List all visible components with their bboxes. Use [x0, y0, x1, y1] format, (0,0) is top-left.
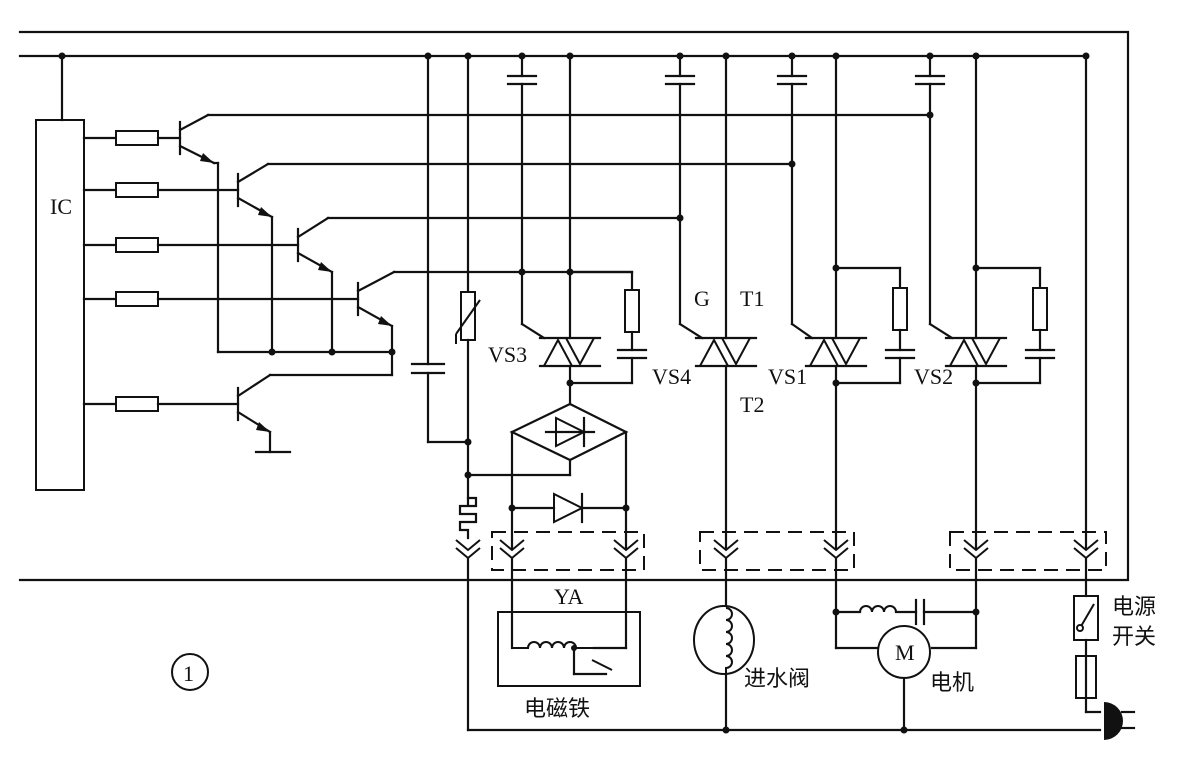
power-switch-label-2: 开关: [1112, 625, 1156, 650]
rc-snubber-vs3: [568, 270, 648, 385]
t2-label: T2: [740, 392, 764, 417]
rectifier-bridge: [466, 402, 629, 550]
power-plug: [466, 702, 1136, 740]
triac-vs3: VS3: [488, 54, 602, 406]
motor-label: 电机: [930, 671, 974, 696]
figure-number: 1: [171, 653, 209, 691]
inlet-valve: 进水阀: [693, 605, 810, 732]
filter-capacitor: [410, 54, 470, 444]
fuse: [1075, 654, 1097, 714]
triac-vs2: VS2: [914, 54, 1008, 550]
vs1-label: VS1: [768, 364, 807, 389]
power-switch-label-1: 电源: [1112, 595, 1156, 620]
rc-snubber-vs2: [974, 266, 1056, 385]
ya-label: YA: [554, 584, 583, 609]
inlet-valve-label: 进水阀: [744, 667, 810, 692]
driver-stage-5: [82, 373, 394, 454]
driver-stage-4: [82, 270, 634, 354]
electromagnet-label: 电磁铁: [524, 697, 590, 722]
motor: M 电机: [832, 598, 980, 732]
vs3-label: VS3: [488, 342, 527, 367]
thermal-fuse: [458, 496, 478, 540]
power-switch: 电源 开关: [1073, 595, 1156, 658]
triac-vs4: VS4 G T1 T2: [652, 54, 764, 550]
top-rail-dots: [424, 52, 1090, 60]
driver-stage-2: [82, 162, 794, 354]
ic-label: IC: [50, 194, 72, 219]
gate-label: G: [694, 286, 710, 311]
t1-label: T1: [740, 286, 764, 311]
emitter-common-line: [216, 348, 396, 377]
ic-block: IC: [35, 52, 85, 491]
triac-vs1: VS1: [768, 54, 868, 550]
connector-pins: [455, 539, 1099, 732]
motor-symbol: M: [895, 640, 915, 665]
vs2-label: VS2: [914, 364, 953, 389]
vs4-label: VS4: [652, 364, 691, 389]
electromagnet-ya: YA 电磁铁: [497, 584, 641, 722]
figure-number-text: 1: [183, 661, 194, 686]
varistor: [455, 54, 481, 507]
driver-stage-3: [82, 216, 682, 354]
driver-stage-1: [82, 113, 932, 354]
connector-group-2: [699, 531, 855, 571]
rc-snubber-vs1: [834, 266, 916, 385]
board-frame: [18, 30, 1130, 582]
flyback-diode: [508, 492, 630, 524]
connector-group-1: [491, 531, 645, 571]
connector-group-3: [949, 531, 1107, 571]
